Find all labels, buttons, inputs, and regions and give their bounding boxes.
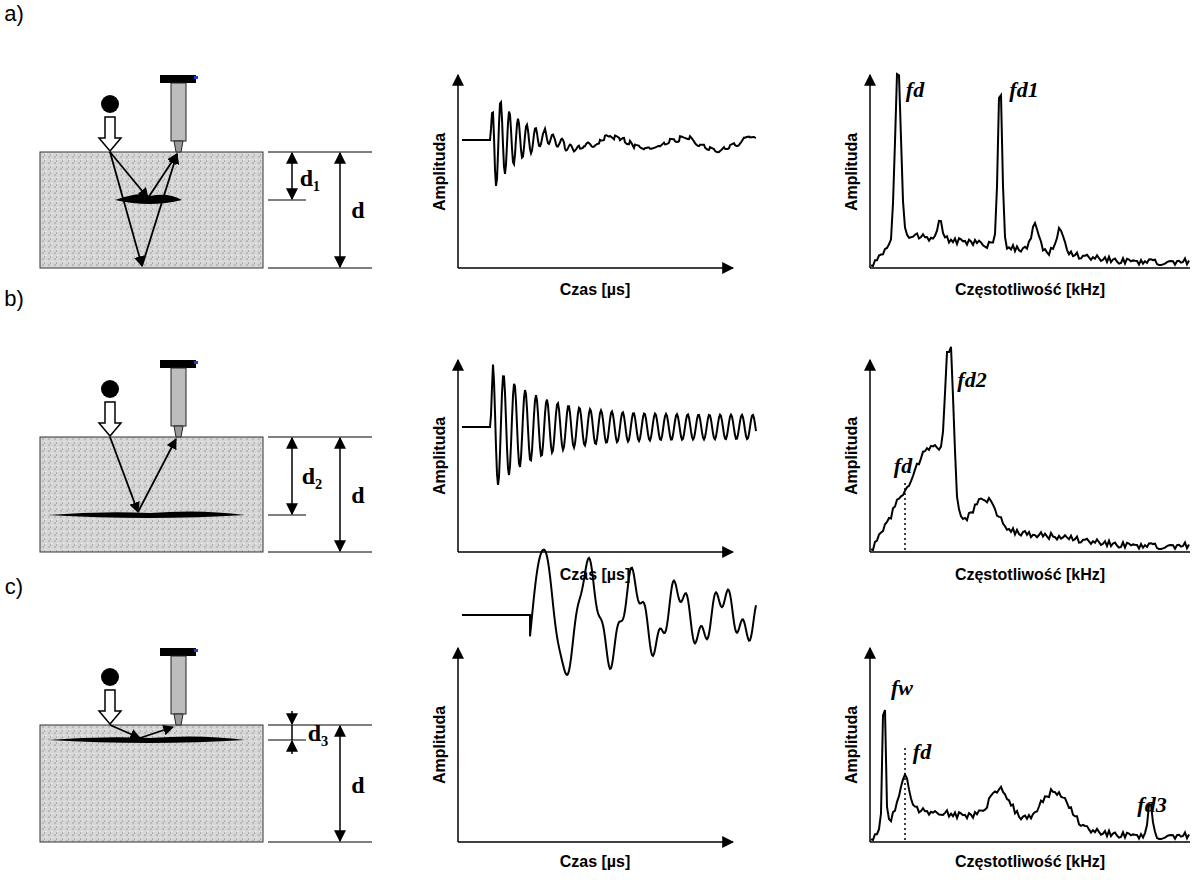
dimension-label: d₁: [300, 166, 321, 190]
dimension-tick: [268, 515, 306, 516]
impact-arrow: [99, 690, 121, 724]
dimension-tick: [268, 152, 372, 153]
sensor-head: [160, 360, 196, 368]
dimension-label: d: [351, 773, 364, 797]
time-signal: [462, 365, 756, 485]
dimension-tick: [268, 842, 372, 843]
sensor-body: [171, 656, 186, 714]
sensor-connector: [194, 649, 198, 652]
dimension-tick: [268, 437, 372, 438]
x-axis: [870, 267, 1190, 269]
wave-ray: [110, 725, 140, 738]
frequency-label: fd: [906, 79, 924, 101]
dimension-label: d₂: [302, 464, 323, 488]
frequency-label: fd1: [1009, 79, 1038, 101]
spectrum: [871, 74, 1189, 266]
sensor-tip: [174, 141, 183, 152]
wave-ray: [148, 154, 177, 198]
axis-label: Czas [µs]: [560, 282, 631, 298]
dimension-arrow: [291, 438, 293, 514]
axis-label: Amplituda: [844, 133, 860, 211]
dimension-tick: [268, 552, 372, 553]
x-axis: [870, 551, 1190, 553]
axis-label: Czas [µs]: [560, 567, 631, 583]
spectrum: [871, 347, 1189, 550]
impact-arrow: [99, 117, 121, 151]
concrete-block: [40, 152, 263, 268]
axis-label: Amplituda: [844, 417, 860, 495]
sensor-connector: [194, 361, 198, 364]
y-axis: [457, 75, 459, 268]
sensor-body: [171, 83, 186, 141]
dimension-arrow: [339, 153, 341, 267]
dimension-arrow: [291, 741, 293, 754]
x-axis: [458, 267, 733, 269]
y-axis: [869, 360, 871, 552]
marker-line: [904, 747, 906, 840]
sensor-tip: [174, 426, 183, 437]
impactor-ball: [101, 668, 119, 686]
x-axis: [458, 841, 733, 843]
axis-label: Częstotliwość [kHz]: [955, 282, 1105, 298]
wave-ray: [110, 152, 142, 266]
frequency-label: fd: [894, 455, 912, 477]
dimension-arrow: [291, 711, 293, 724]
crack: [48, 511, 245, 518]
axis-label: Amplituda: [844, 706, 860, 784]
dimension-label: d: [351, 483, 364, 507]
dimension-tick: [268, 268, 372, 269]
frequency-label: fd: [913, 741, 931, 763]
dimension-arrow: [339, 438, 341, 551]
y-axis: [869, 75, 871, 268]
panel-letter: b): [4, 288, 24, 310]
x-axis: [458, 551, 733, 553]
sensor-tip: [174, 714, 183, 725]
dimension-tick: [268, 200, 306, 201]
dimension-label: d: [351, 198, 364, 222]
crack: [48, 736, 245, 743]
axis-label: Czas [µs]: [560, 854, 631, 870]
x-axis: [870, 841, 1190, 843]
panel-letter: a): [4, 3, 24, 25]
dimension-arrow: [339, 726, 341, 841]
axis-label: Amplituda: [432, 133, 448, 211]
axis-label: Amplituda: [432, 706, 448, 784]
sensor-head: [160, 75, 196, 83]
wave-ray: [110, 437, 138, 512]
sensor-body: [171, 368, 186, 426]
impactor-ball: [101, 95, 119, 113]
wave-ray: [142, 154, 177, 266]
dimension-label: d₃: [308, 721, 329, 745]
frequency-label: fw: [891, 677, 913, 699]
axis-label: Częstotliwość [kHz]: [955, 567, 1105, 583]
time-signal: [462, 102, 756, 186]
sensor-connector: [194, 76, 198, 79]
dimension-line: [291, 725, 293, 740]
dimension-arrow: [291, 153, 293, 199]
impact-arrow: [99, 402, 121, 436]
y-axis: [457, 648, 459, 842]
sensor-head: [160, 648, 196, 656]
panel-letter: c): [5, 576, 23, 598]
wave-ray: [138, 439, 176, 512]
axis-label: Częstotliwość [kHz]: [955, 854, 1105, 870]
axis-label: Amplituda: [432, 417, 448, 495]
wave-ray: [140, 727, 173, 738]
frequency-label: fd2: [957, 369, 986, 391]
spectrum: [871, 710, 1189, 840]
dimension-tick: [268, 740, 306, 741]
concrete-block: [40, 437, 263, 552]
concrete-block: [40, 725, 263, 842]
time-signal: [462, 550, 756, 675]
y-axis: [457, 360, 459, 552]
y-axis: [869, 648, 871, 842]
impactor-ball: [101, 380, 119, 398]
frequency-label: fd3: [1137, 794, 1166, 816]
marker-line: [904, 480, 906, 550]
